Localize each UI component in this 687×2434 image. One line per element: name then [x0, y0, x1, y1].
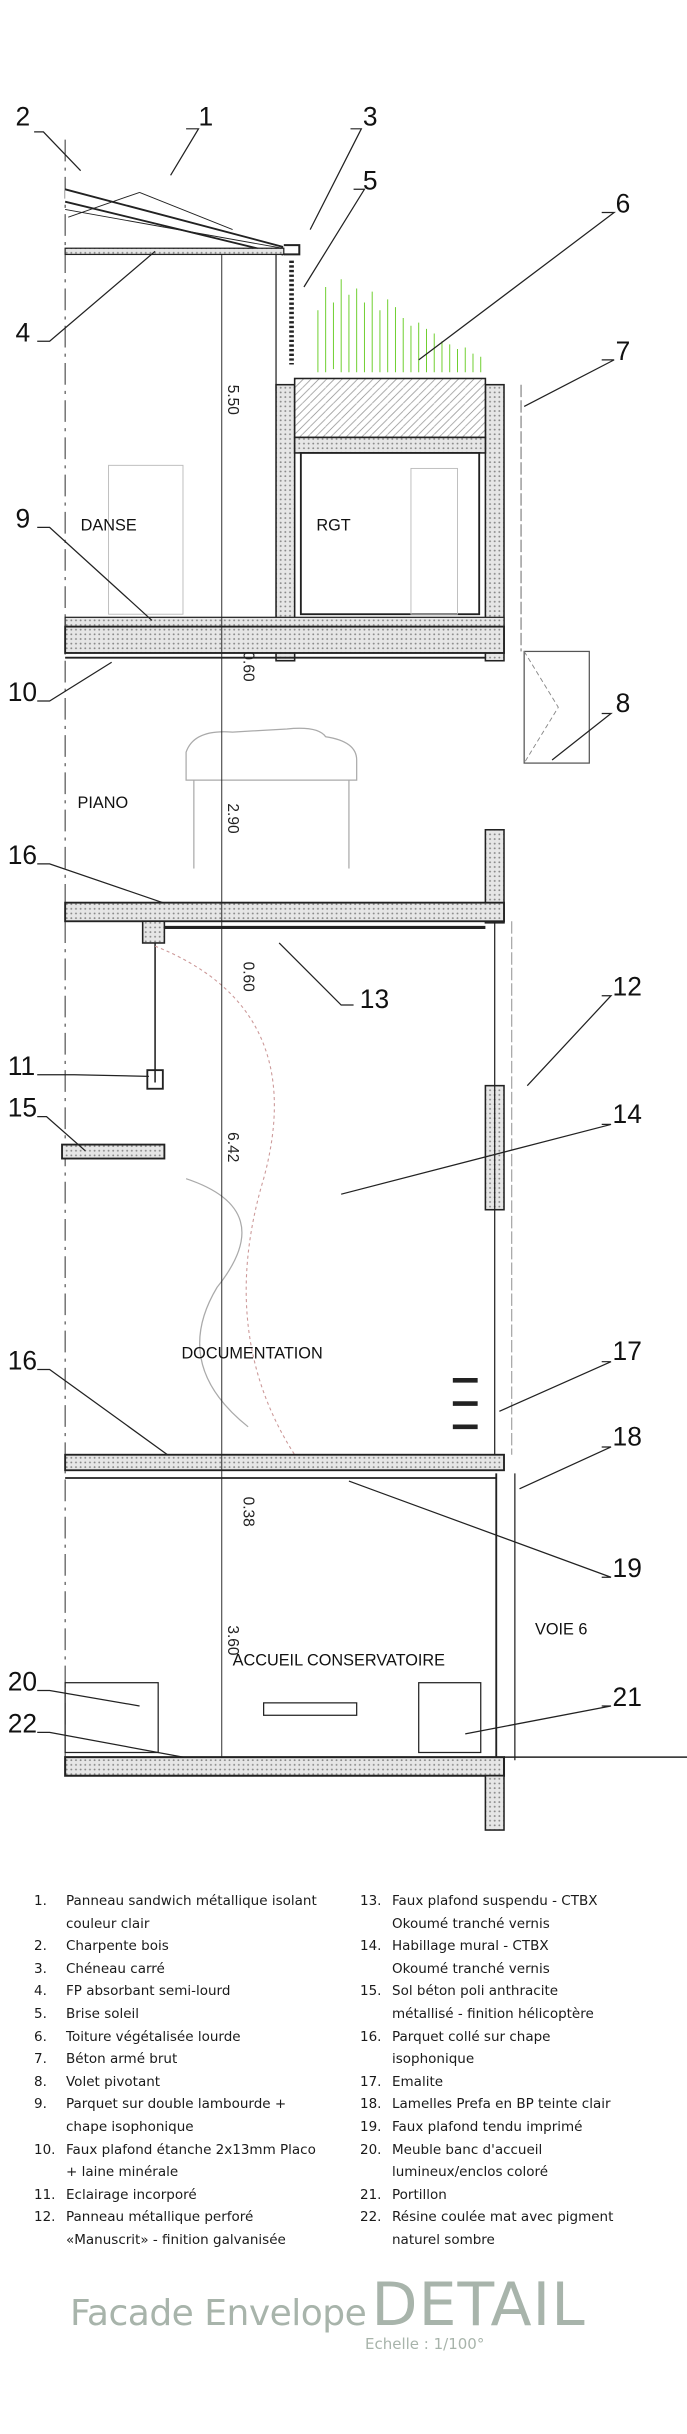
legend-right: 13.Faux plafond suspendu - CTBX Okoumé t…: [360, 1890, 680, 2252]
roof-panel: [64, 188, 284, 256]
legend-left: 1.Panneau sandwich métallique isolant co…: [34, 1890, 344, 2252]
spiral-stair: [154, 945, 296, 1456]
volet-pivotant: [523, 650, 590, 764]
gutter: [283, 244, 301, 256]
slab-level-2: [64, 901, 505, 923]
title-part1: Facade Envelope: [70, 2293, 367, 2334]
callout-2: 2: [16, 102, 31, 132]
dim-290: 2.90: [224, 803, 241, 834]
legend-item: 15.Sol béton poli anthracite métallisé -…: [360, 1983, 594, 2022]
legend-item: 6.Toiture végétalisée lourde: [34, 2028, 241, 2045]
callout-20: 20: [8, 1666, 37, 1696]
dim-060a: 0.60: [239, 651, 256, 682]
legend-item: 4.FP absorbant semi-lourd: [34, 1983, 231, 2000]
callout-14: 14: [613, 1099, 642, 1129]
slab-level-1: [64, 625, 505, 654]
street-label: VOIE 6: [535, 1621, 587, 1639]
dim-550: 5.50: [224, 385, 241, 416]
room-rgt: RGT: [316, 516, 350, 534]
section-drawing: 1 2 3 4 5 6 7 8 9 10 11 12 13 14 15 16 1…: [8, 102, 687, 1831]
building-section: [61, 139, 687, 1831]
room-piano: PIANO: [78, 794, 129, 812]
legend-item: 11.Eclairage incorporé: [34, 2186, 197, 2203]
callout-15: 15: [8, 1093, 37, 1123]
ground-slab: [64, 1756, 506, 1777]
room-labels: DANSE RGT PIANO DOCUMENTATION ACCUEIL CO…: [78, 516, 588, 1669]
callout-5: 5: [363, 165, 378, 195]
callout-21: 21: [613, 1682, 642, 1712]
callout-10: 10: [8, 677, 37, 707]
dimensions: 5.50 0.60 2.90 0.60 6.42 0.38 3.60: [224, 385, 257, 1656]
callout-19: 19: [613, 1553, 642, 1583]
slab-level-3: [64, 1453, 505, 1472]
legend-item: 21.Portillon: [360, 2186, 447, 2203]
legend-item: 8.Volet pivotant: [34, 2073, 161, 2090]
dim-038: 0.38: [239, 1497, 256, 1527]
callout-9: 9: [16, 503, 31, 533]
piano: [185, 727, 358, 781]
callout-16b: 16: [8, 1345, 37, 1375]
title-part2: DETAIL: [371, 2270, 586, 2340]
callout-11: 11: [8, 1051, 35, 1081]
legend-item: 20.Meuble banc d'accueil lumineux/enclos…: [360, 2141, 549, 2181]
legend-item: 7.Béton armé brut: [34, 2051, 178, 2068]
emalite: [452, 1377, 478, 1430]
legend-item: 19.Faux plafond tendu imprimé: [360, 2118, 583, 2135]
legend-item: 2.Charpente bois: [34, 1938, 169, 1955]
dim-060b: 0.60: [239, 962, 256, 993]
lighting: [146, 1069, 164, 1090]
vegetation: [317, 279, 482, 373]
room-documentation: DOCUMENTATION: [181, 1345, 322, 1363]
room-accueil: ACCUEIL CONSERVATOIRE: [233, 1652, 446, 1670]
legend-item: 12.Panneau métallique perforé «Manuscrit…: [34, 2209, 286, 2248]
callout-labels: 1 2 3 4 5 6 7 8 9 10 11 12 13 14 15 16 1…: [8, 102, 642, 1739]
bench: [64, 1682, 159, 1754]
legend-item: 16.Parquet collé sur chape isophonique: [360, 2028, 551, 2068]
callout-18: 18: [613, 1421, 642, 1451]
callout-13: 13: [360, 984, 389, 1014]
callout-1: 1: [199, 102, 214, 132]
drawing-title: Facade Envelope DETAIL: [70, 2270, 586, 2340]
legend-item: 10.Faux plafond étanche 2x13mm Placo + l…: [34, 2141, 316, 2181]
legend-item: 18.Lamelles Prefa en BP teinte clair: [360, 2096, 611, 2113]
legend-item: 22.Résine coulée mat avec pigment nature…: [360, 2209, 614, 2248]
dim-642: 6.42: [224, 1132, 241, 1162]
callout-6: 6: [616, 189, 631, 219]
callout-8: 8: [616, 688, 631, 718]
legend-item: 1.Panneau sandwich métallique isolant co…: [34, 1893, 317, 1932]
callout-3: 3: [363, 102, 378, 132]
callout-17: 17: [613, 1336, 642, 1366]
callout-7: 7: [616, 336, 631, 366]
callout-22: 22: [8, 1708, 37, 1738]
callout-16a: 16: [8, 840, 37, 870]
callout-4: 4: [16, 317, 31, 347]
legend-item: 17.Emalite: [360, 2073, 444, 2090]
legend-item: 13.Faux plafond suspendu - CTBX Okoumé t…: [360, 1893, 598, 1932]
room-danse: DANSE: [81, 516, 137, 534]
scale-label: Echelle : 1/100°: [365, 2335, 485, 2353]
legend-item: 14.Habillage mural - CTBX Okoumé tranché…: [360, 1938, 550, 1977]
leader-lines: [34, 128, 616, 1758]
callout-12: 12: [613, 972, 642, 1002]
dim-360: 3.60: [224, 1625, 241, 1656]
legend-item: 9.Parquet sur double lambourde + chape i…: [34, 2096, 287, 2135]
legend-item: 3.Chéneau carré: [34, 1960, 165, 1977]
legend-item: 5.Brise soleil: [34, 2005, 140, 2022]
